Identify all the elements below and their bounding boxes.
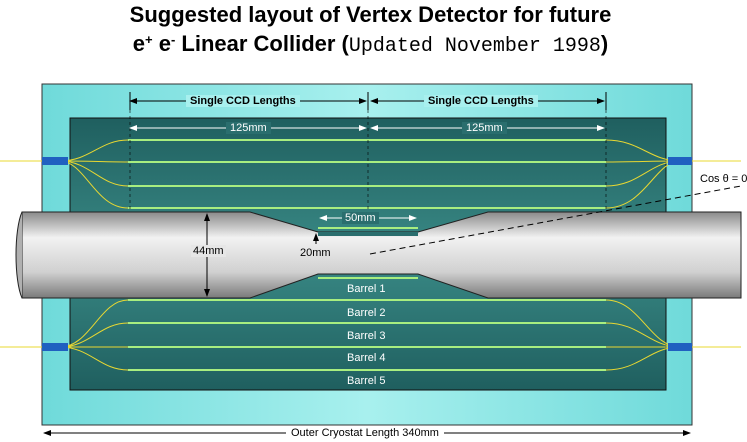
ladders-bottom: [128, 299, 606, 371]
barrel-2-label: Barrel 2: [347, 307, 386, 319]
ccd-left-label: Single CCD Lengths: [186, 95, 300, 107]
barrel-1-top: [318, 232, 418, 236]
barrel-3-label: Barrel 3: [347, 330, 386, 342]
outer-length-label: Outer Cryostat Length 340mm: [286, 427, 444, 439]
connectors: [42, 157, 692, 351]
ccd-right-label: Single CCD Lengths: [424, 95, 538, 107]
fortyfour-label: 44mm: [191, 245, 226, 257]
barrel-5-label: Barrel 5: [347, 375, 386, 387]
len-right-label: 125mm: [462, 122, 507, 134]
diagram-subtitle: e+ e- Linear Collider (Updated November …: [132, 31, 609, 58]
ladders-top: [128, 139, 606, 209]
len-left-label: 125mm: [226, 122, 271, 134]
barrel-1-label: Barrel 1: [347, 283, 386, 295]
diagram-title: Suggested layout of Vertex Detector for …: [129, 2, 612, 27]
beam-pipe-end: [15, 211, 23, 299]
barrel-4-label: Barrel 4: [347, 352, 386, 364]
twenty-label: 20mm: [300, 247, 331, 259]
fifty-label: 50mm: [342, 212, 379, 224]
cos-theta-label: Cos θ = 0: [700, 173, 747, 185]
cos-theta-line: [369, 185, 742, 255]
